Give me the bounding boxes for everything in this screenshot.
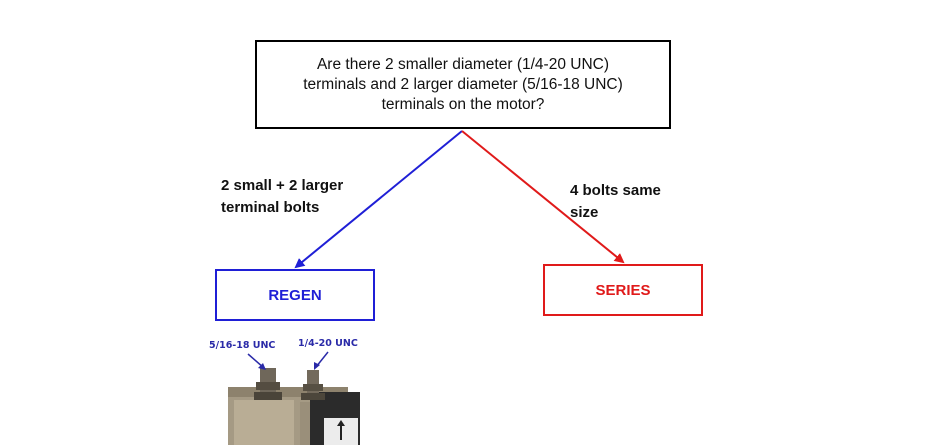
result-regen-label: REGEN [268,286,322,304]
motor-terminal-illustration [228,351,360,445]
branch-label-line: 4 bolts same [570,182,661,199]
question-box: Are there 2 smaller diameter (1/4-20 UNC… [255,40,671,129]
connector-to-series [461,130,625,264]
branch-label-line: terminal bolts [221,199,320,216]
question-line: terminals on the motor? [381,95,545,113]
motor-terminal-photo: 5/16-18 UNC 1/4-20 UNC [200,332,370,445]
connector-to-regen [294,130,463,269]
photo-label-small-terminal: 1/4-20 UNC [298,338,358,349]
photo-label-large-terminal: 5/16-18 UNC [209,340,276,351]
result-series-box: SERIES [543,264,703,316]
result-series-label: SERIES [595,281,651,299]
question-text: Are there 2 smaller diameter (1/4-20 UNC… [295,55,631,115]
branch-label-line: size [570,204,599,221]
branch-label-line: 2 small + 2 larger [221,177,344,194]
question-line: Are there 2 smaller diameter (1/4-20 UNC… [316,55,609,73]
branch-label-series: 4 bolts same size [570,180,661,224]
question-line: terminals and 2 larger diameter (5/16-18… [303,75,623,93]
result-regen-box: REGEN [215,269,375,321]
branch-label-regen: 2 small + 2 larger terminal bolts [221,175,343,219]
